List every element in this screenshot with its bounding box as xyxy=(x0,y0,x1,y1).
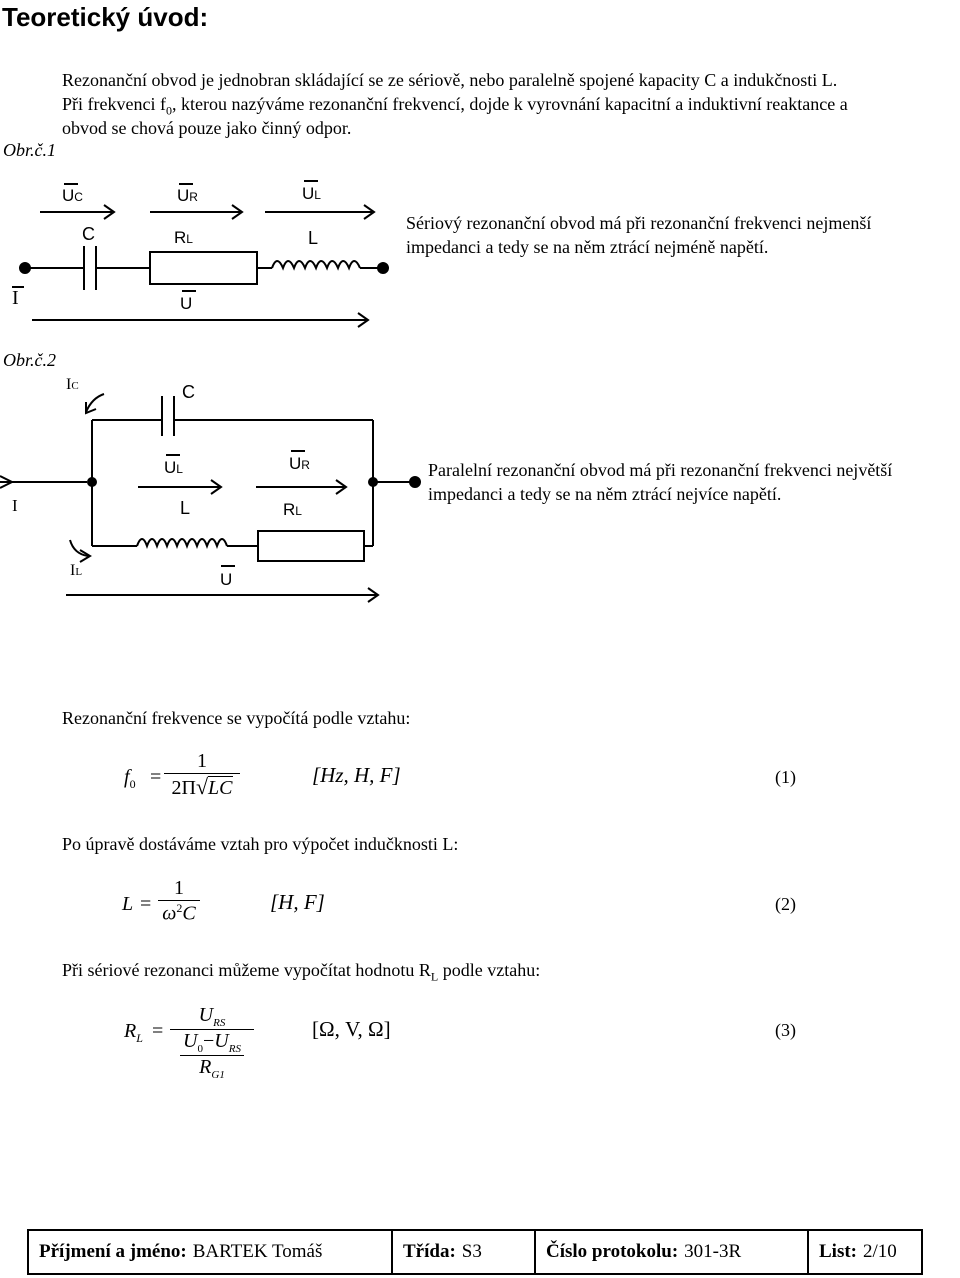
footer-class-cell: Třída:S3 xyxy=(393,1231,536,1273)
footer-name: BARTEK Tomáš xyxy=(192,1241,323,1262)
eq1-units: [Hz, H, F] xyxy=(312,763,401,787)
eq2-equals: = xyxy=(140,893,152,915)
intro-line-3: obvod se chová pouze jako činný odpor. xyxy=(62,118,352,138)
eq1-number: (1) xyxy=(775,767,796,787)
label-ur2: UR xyxy=(289,454,310,473)
footer-protocol: 301-3R xyxy=(684,1241,742,1262)
eq3-lhs: RL xyxy=(124,1020,143,1045)
page-title: Teoretický úvod: xyxy=(2,2,209,32)
label-u2: U xyxy=(220,570,233,589)
eq3-fraction: URS U0−URS RG1 xyxy=(170,1004,254,1081)
eq2-numerator: 1 xyxy=(174,877,184,899)
label-ic: IC xyxy=(66,376,79,393)
label-c2: C xyxy=(182,382,195,402)
eq1-fraction: 1 2Π√LC xyxy=(164,750,240,800)
label-il: IL xyxy=(70,562,83,579)
eq3-equals: = xyxy=(152,1020,164,1042)
eq3-units: [Ω, V, Ω] xyxy=(312,1017,391,1041)
intro-line-1: Rezonanční obvod je jednobran skládající… xyxy=(62,70,838,90)
eq2-denominator: ω2C xyxy=(162,901,196,925)
intro-line-2: Při frekvenci f0, kterou nazýváme rezona… xyxy=(62,94,848,118)
label-rl2: RL xyxy=(283,500,302,519)
label-ul: UL xyxy=(302,184,321,203)
eq3-denominator-bottom: RG1 xyxy=(199,1056,225,1081)
footer-sheet: 2/10 xyxy=(863,1241,897,1262)
label-ur: UR xyxy=(177,186,198,205)
formula-2-intro: Po úpravě dostáváme vztah pro výpočet in… xyxy=(62,834,459,854)
parallel-circuit xyxy=(0,393,421,603)
label-rl: RL xyxy=(174,228,193,247)
label-l: L xyxy=(308,228,319,248)
series-circuit xyxy=(12,180,389,328)
formula-1-intro: Rezonanční frekvence se vypočítá podle v… xyxy=(62,708,411,728)
eq1-numerator: 1 xyxy=(197,750,207,772)
figure-2-caption: Obr.č.2 xyxy=(3,350,56,370)
label-i: I xyxy=(12,287,19,309)
formula-3-intro: Při sériové rezonanci můžeme vypočítat h… xyxy=(62,960,541,984)
footer-name-cell: Příjmení a jméno:BARTEK Tomáš xyxy=(29,1231,393,1273)
figure-1-caption: Obr.č.1 xyxy=(3,140,56,160)
eq2-lhs: L xyxy=(122,893,134,915)
eq2-number: (2) xyxy=(775,894,796,914)
eq1-equals: = xyxy=(150,766,162,788)
label-l2: L xyxy=(180,498,191,518)
label-ul2: UL xyxy=(164,458,183,477)
label-u: U xyxy=(180,294,193,313)
eq1-lhs: f0 xyxy=(124,766,136,791)
fig2-description-2: impedanci a tedy se na něm ztrácí nejvíc… xyxy=(428,484,782,504)
eq3-denominator-top: U0−URS xyxy=(183,1030,241,1055)
label-uc: UC xyxy=(62,186,83,205)
fig2-description-1: Paralelní rezonanční obvod má při rezona… xyxy=(428,460,893,480)
footer-protocol-cell: Číslo protokolu:301-3R xyxy=(536,1231,809,1273)
fig1-description-1: Sériový rezonanční obvod má při rezonanč… xyxy=(406,213,872,233)
eq2-units: [H, F] xyxy=(270,890,325,914)
eq3-numerator: URS xyxy=(198,1004,226,1029)
fig1-description-2: impedanci a tedy se na něm ztrácí nejmén… xyxy=(406,237,769,257)
footer-class: S3 xyxy=(461,1241,482,1262)
footer-sheet-cell: List:2/10 xyxy=(819,1241,897,1262)
eq3-number: (3) xyxy=(775,1020,796,1040)
footer-table: Příjmení a jméno:BARTEK Tomáš Třída:S3 Č… xyxy=(27,1229,923,1275)
eq1-denominator: 2Π√LC xyxy=(171,774,233,799)
label-c: C xyxy=(82,224,95,244)
label-i2: I xyxy=(12,496,18,515)
eq2-fraction: 1 ω2C xyxy=(158,877,200,926)
